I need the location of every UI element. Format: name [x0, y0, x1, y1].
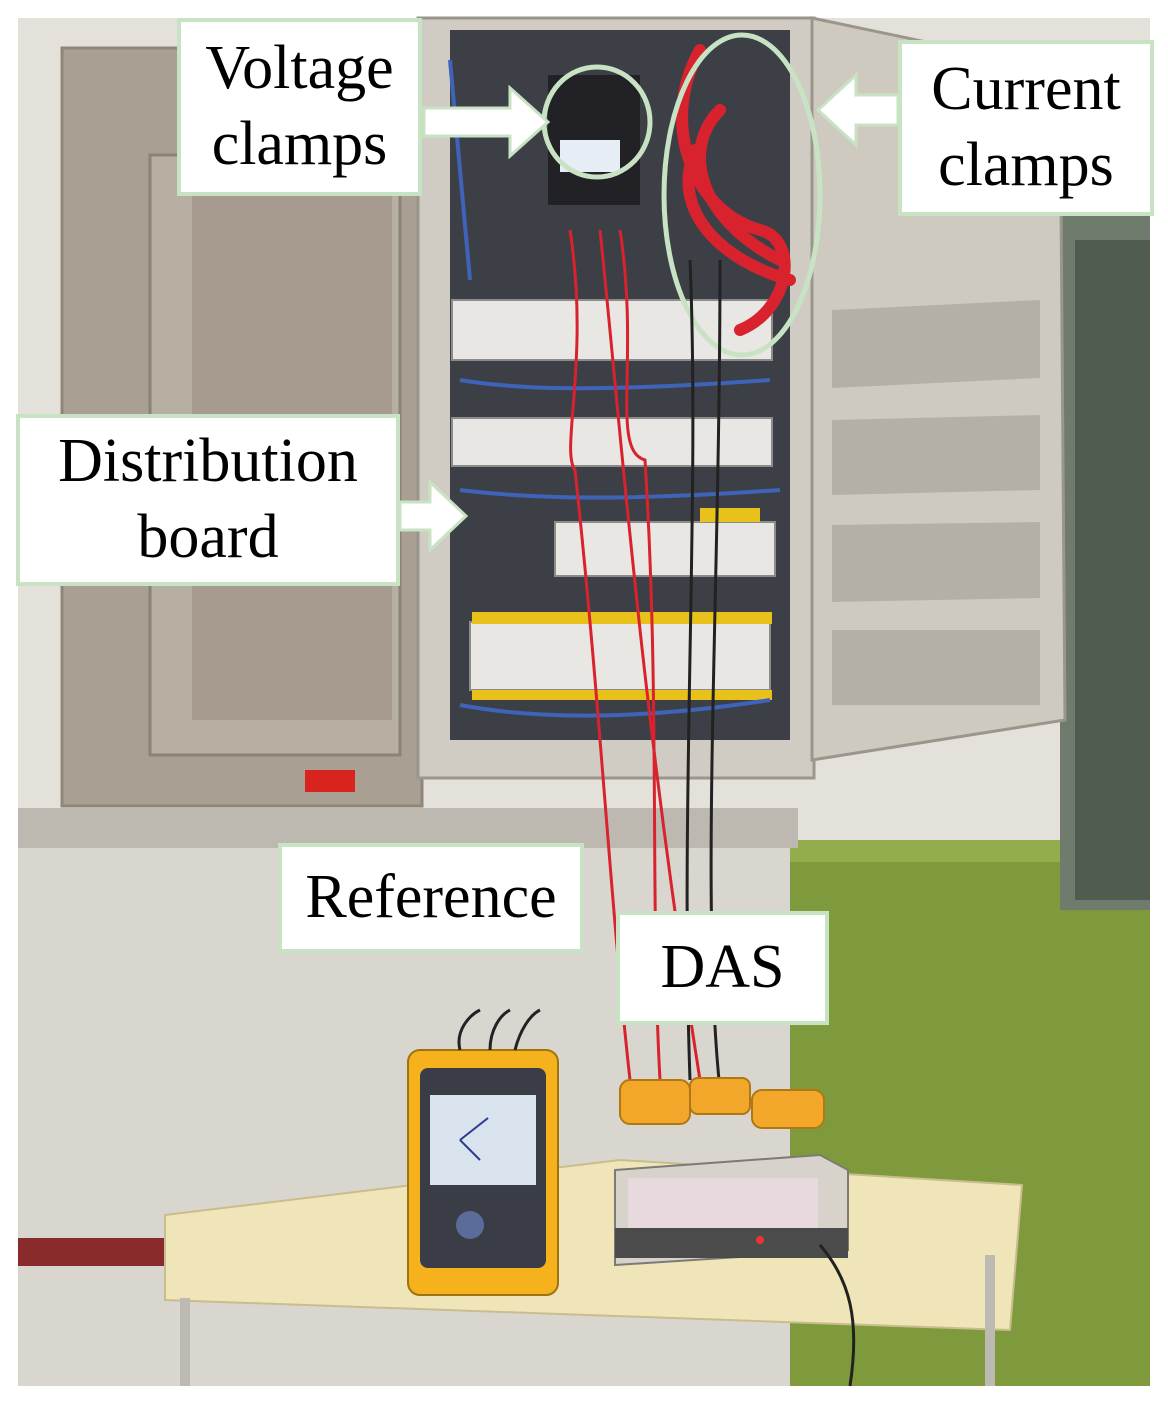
reference-label: Reference	[278, 843, 584, 953]
distribution-board-label: Distribution board	[16, 414, 400, 586]
voltage-clamps-label: Voltage clamps	[177, 18, 422, 196]
das-label: DAS	[616, 911, 829, 1025]
current-clamps-label: Current clamps	[898, 40, 1154, 216]
current-clamps-marker	[661, 32, 823, 358]
das-device	[614, 1153, 856, 1387]
reference-analyzer	[407, 1008, 559, 1296]
current-arrow	[815, 71, 900, 149]
distribution-board-cabinet	[416, 16, 816, 780]
voltage-arrow	[422, 84, 551, 160]
current-clamp-devices	[619, 1077, 825, 1129]
distribution-arrow	[398, 478, 469, 554]
